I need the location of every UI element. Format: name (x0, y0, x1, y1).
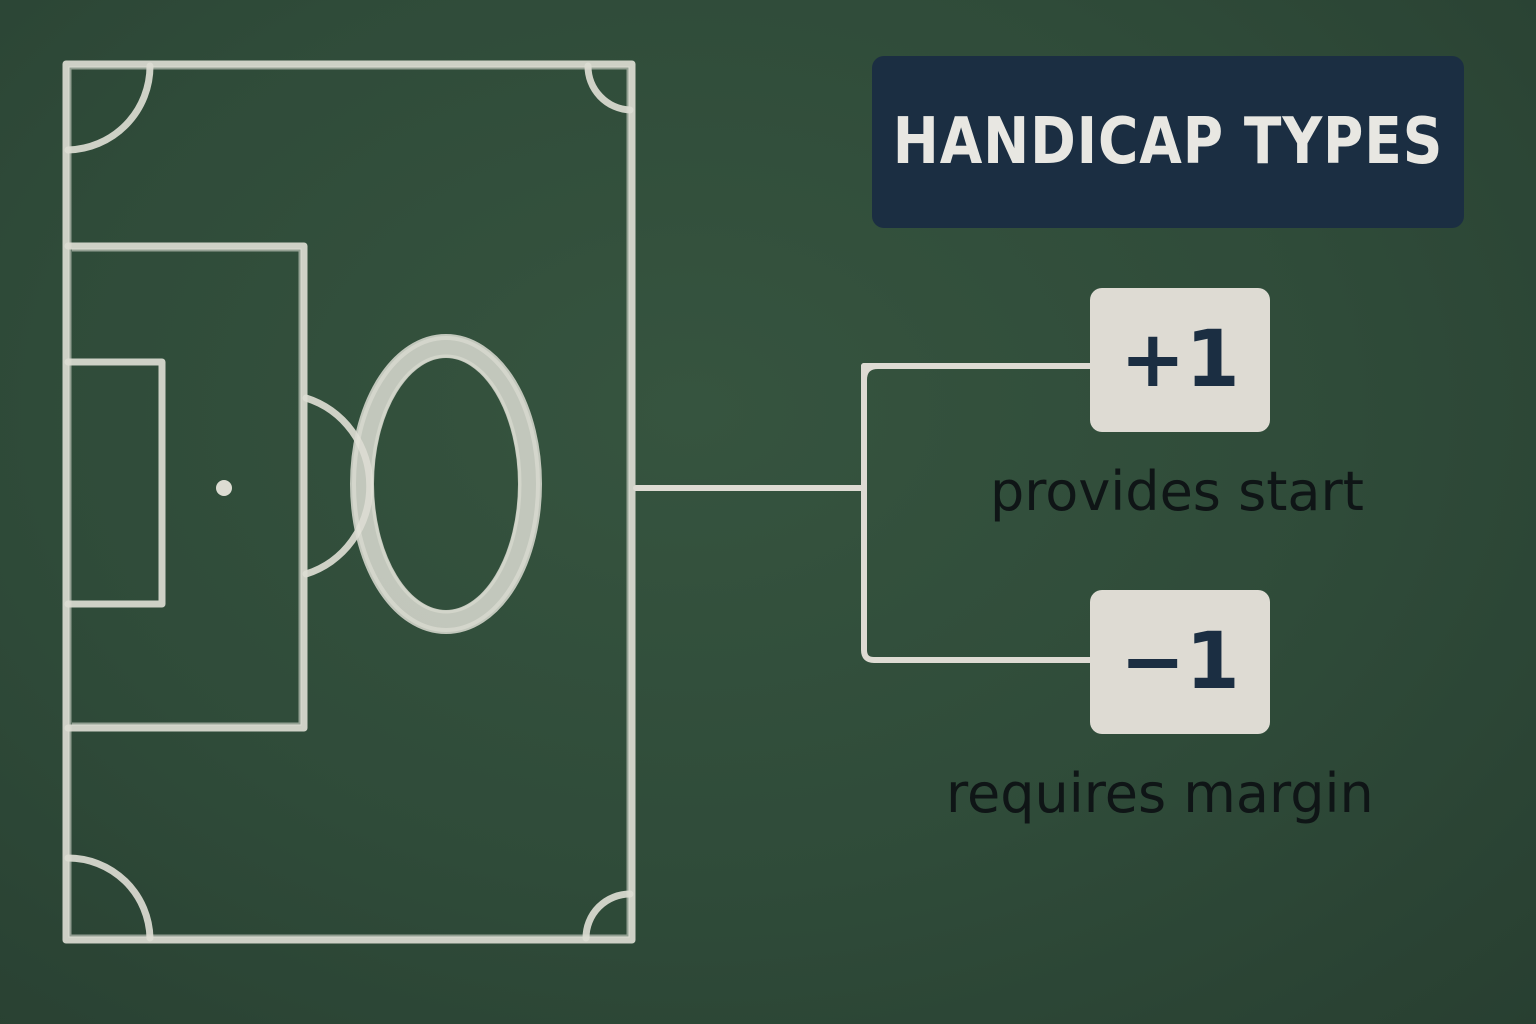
penalty-area (64, 242, 308, 732)
penalty-spot (216, 480, 232, 496)
title-text: HANDICAP TYPES (892, 105, 1444, 179)
corner-arcs (64, 62, 634, 942)
plus-one-badge: +1 (1090, 288, 1270, 432)
pitch-outline (62, 60, 636, 944)
chalk-oval (350, 334, 542, 634)
branch-connector (633, 363, 1095, 663)
title-box: HANDICAP TYPES (872, 56, 1464, 228)
plus-one-caption: provides start (990, 460, 1364, 523)
goal-area (64, 358, 166, 608)
minus-one-badge: −1 (1090, 590, 1270, 734)
minus-one-caption: requires margin (946, 762, 1374, 825)
